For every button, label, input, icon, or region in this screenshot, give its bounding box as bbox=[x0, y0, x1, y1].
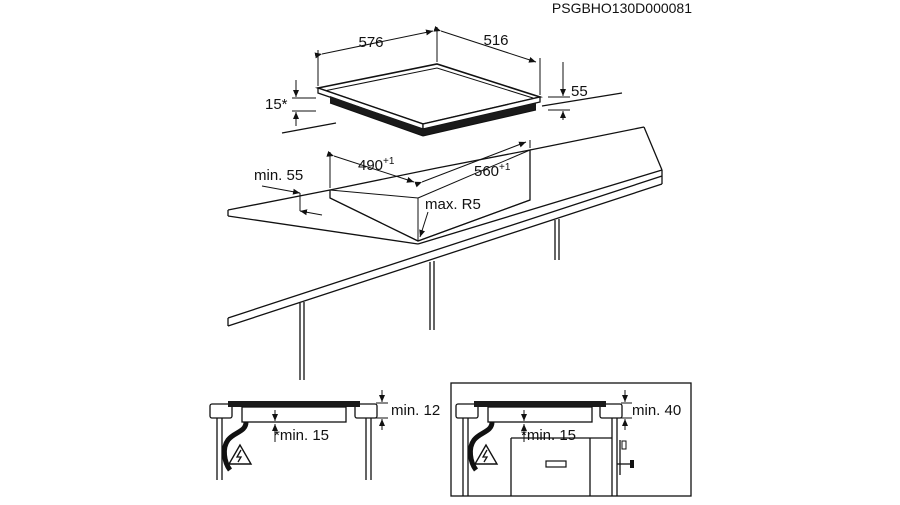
document-code: PSGBHO130D000081 bbox=[552, 0, 692, 16]
electric-warning-icon bbox=[473, 443, 499, 465]
cutout-radius-label: max. R5 bbox=[425, 196, 481, 213]
hob-right-edge bbox=[422, 96, 541, 130]
hob-body bbox=[330, 96, 536, 136]
worktop bbox=[227, 126, 663, 380]
cutout-width-label: 560+1 bbox=[474, 162, 511, 180]
detail-right-gap-label: *min. 15 bbox=[521, 427, 576, 444]
hob-worktop-line bbox=[281, 122, 337, 134]
dim-cutout-depth: 490+1 bbox=[326, 150, 415, 188]
dim-hob-depth: 516 bbox=[433, 25, 541, 95]
dim-hob-height: 55 bbox=[548, 62, 588, 120]
hob-frame-label: 15* bbox=[265, 96, 288, 113]
dim-cutout-radius: max. R5 bbox=[419, 196, 481, 238]
hob-drawing bbox=[281, 63, 623, 137]
hob-inner-edge bbox=[323, 67, 534, 99]
cutout-edge-label: min. 55 bbox=[254, 167, 303, 184]
cutout-depth-label: 490+1 bbox=[358, 156, 395, 174]
dim-cutout-width: 560+1 bbox=[414, 140, 531, 188]
detail-left-glass bbox=[228, 401, 360, 407]
detail-right: *min. 15 min. 40 bbox=[450, 382, 692, 497]
detail-left: *min. 15 min. 12 bbox=[209, 390, 440, 480]
electric-warning-icon bbox=[227, 443, 253, 465]
dim-hob-frame: 15* bbox=[265, 80, 316, 126]
hob-width-label: 576 bbox=[358, 34, 383, 51]
detail-left-gap-label: *min. 15 bbox=[274, 427, 329, 444]
detail-right-top-label: min. 40 bbox=[632, 402, 681, 419]
hob-height-label: 55 bbox=[571, 83, 588, 100]
detail-right-frame bbox=[450, 382, 692, 497]
dim-cutout-edge: min. 55 bbox=[254, 167, 323, 216]
detail-right-glass bbox=[474, 401, 606, 407]
detail-left-top-label: min. 12 bbox=[391, 402, 440, 419]
hob-depth-label: 516 bbox=[483, 32, 508, 49]
